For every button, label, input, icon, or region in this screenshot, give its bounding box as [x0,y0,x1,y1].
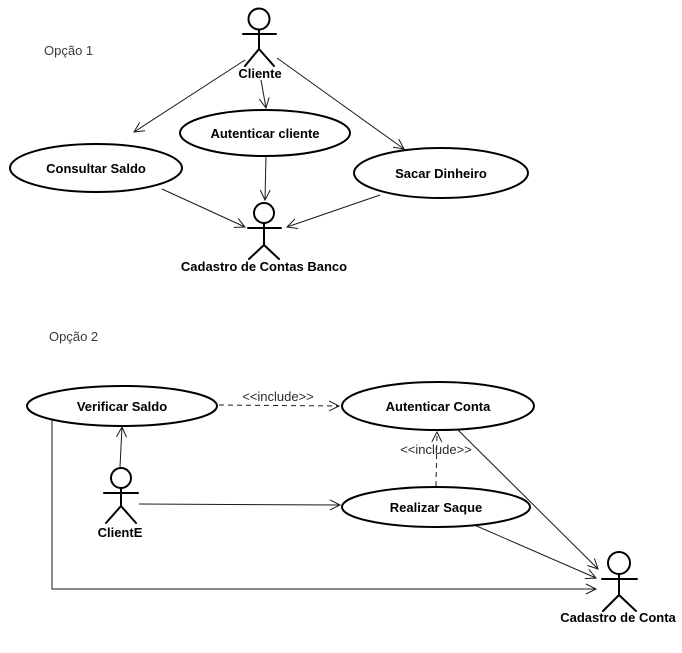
option2-section-label: Opção 2 [49,329,98,344]
usecase-consultar-saldo [9,143,183,193]
option1-group: Opção 1 Cliente Consultar Saldo Autentic… [9,7,529,274]
edge-cliente2-verificar-saldo [116,425,127,468]
actor-cliente-figure [242,7,277,67]
usecase-sacar-dinheiro [353,147,529,199]
usecase-autenticar-conta-label: Autenticar Conta [386,399,492,414]
edge-sacar-dinheiro-cadastro [285,194,381,229]
edge-consultar-saldo-cadastro [161,188,247,228]
usecase-autenticar-cliente [179,109,351,157]
usecase-verificar-saldo [26,385,218,427]
edge-cliente-sacar-dinheiro [276,57,405,150]
actor-cliente2-figure [103,467,139,524]
actor-cadastro-conta-figure [601,551,638,612]
edge-verificar-saldo-cadastro-conta [51,420,598,595]
usecase-autenticar-conta [341,381,535,431]
actor-cadastro-contas-banco-label: Cadastro de Contas Banco [181,259,347,274]
actor-cliente-label: Cliente [238,66,281,81]
edge-autenticar-cliente-cadastro [259,155,271,202]
include-label-horizontal: <<include>> [242,389,314,404]
option2-group: Opção 2 Verificar Saldo Autenticar Conta… [26,329,677,625]
edge-cliente-consultar-saldo [133,59,246,133]
usecase-realizar-saque [341,486,531,528]
edge-realizar-saque-cadastro-conta [471,523,598,580]
usecase-sacar-dinheiro-label: Sacar Dinheiro [395,166,487,181]
edge-autenticar-conta-cadastro-conta [455,427,599,570]
usecase-realizar-saque-label: Realizar Saque [390,500,483,515]
edge-include-verificar-autenticar [218,400,341,412]
option1-section-label: Opção 1 [44,43,93,58]
edge-cliente-autenticar-cliente [258,79,270,110]
actor-cliente2-label: ClientE [98,525,143,540]
actor-cadastro-contas-banco-figure [247,202,282,260]
edge-cliente2-realizar-saque [138,499,342,511]
include-label-vertical: <<include>> [400,442,472,457]
edge-include-realizar-autenticar [431,430,443,487]
usecase-autenticar-cliente-label: Autenticar cliente [210,126,319,141]
usecase-consultar-saldo-label: Consultar Saldo [46,161,146,176]
usecase-verificar-saldo-label: Verificar Saldo [77,399,167,414]
actor-cadastro-conta-label: Cadastro de Conta [560,610,676,625]
